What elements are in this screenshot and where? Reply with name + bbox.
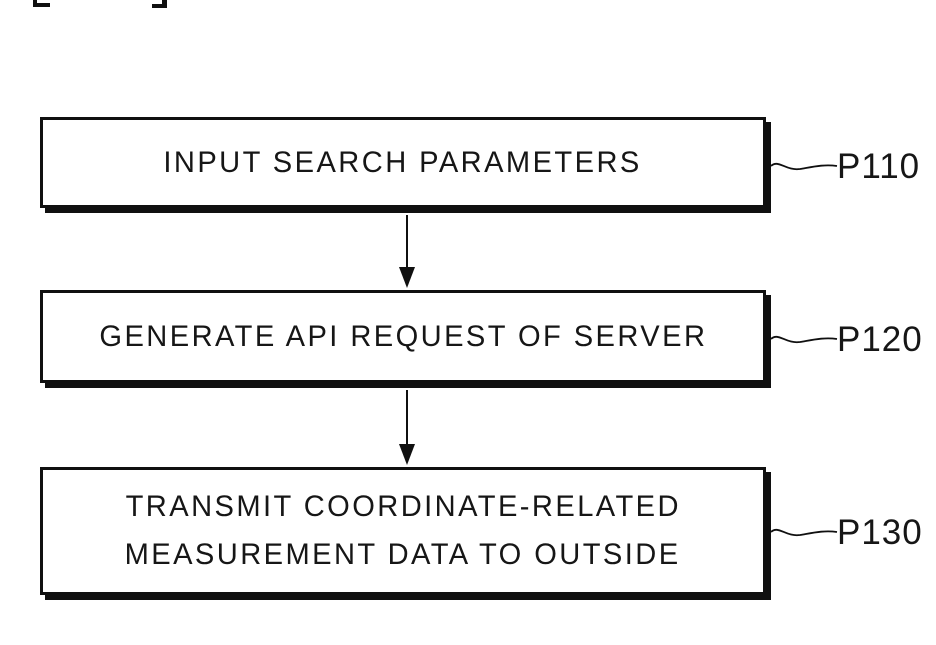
down-arrow-icon [398,215,416,288]
flow-step-p110-text: INPUT SEARCH PARAMETERS [163,145,643,179]
flow-step-p120-box: GENERATE API REQUEST OF SERVER [40,290,766,383]
arrow-shaft [406,215,408,269]
cropped-bracket-right-glyph [152,0,167,8]
step-reference-label-p120: P120 [837,320,923,359]
arrow-head [399,267,415,288]
label-connector-squiggle-p130 [770,528,838,537]
flow-step-p130-text-line1: TRANSMIT COORDINATE-RELATED [125,490,681,523]
flow-step-p130-text-line2: MEASUREMENT DATA TO OUTSIDE [125,538,681,571]
step-reference-label-p130: P130 [837,513,923,552]
flow-step-p130-box: TRANSMIT COORDINATE-RELATED MEASUREMENT … [40,467,766,595]
down-arrow-icon [398,390,416,465]
arrow-head [399,444,415,465]
label-connector-squiggle-p120 [770,335,838,344]
flow-step-p110-box: INPUT SEARCH PARAMETERS [40,117,766,208]
flow-step-p120-text: GENERATE API REQUEST OF SERVER [98,319,708,353]
label-connector-squiggle-p110 [770,162,838,171]
step-reference-label-p110: P110 [837,147,921,186]
cropped-bracket-left-glyph [33,0,50,7]
arrow-shaft [406,390,408,446]
